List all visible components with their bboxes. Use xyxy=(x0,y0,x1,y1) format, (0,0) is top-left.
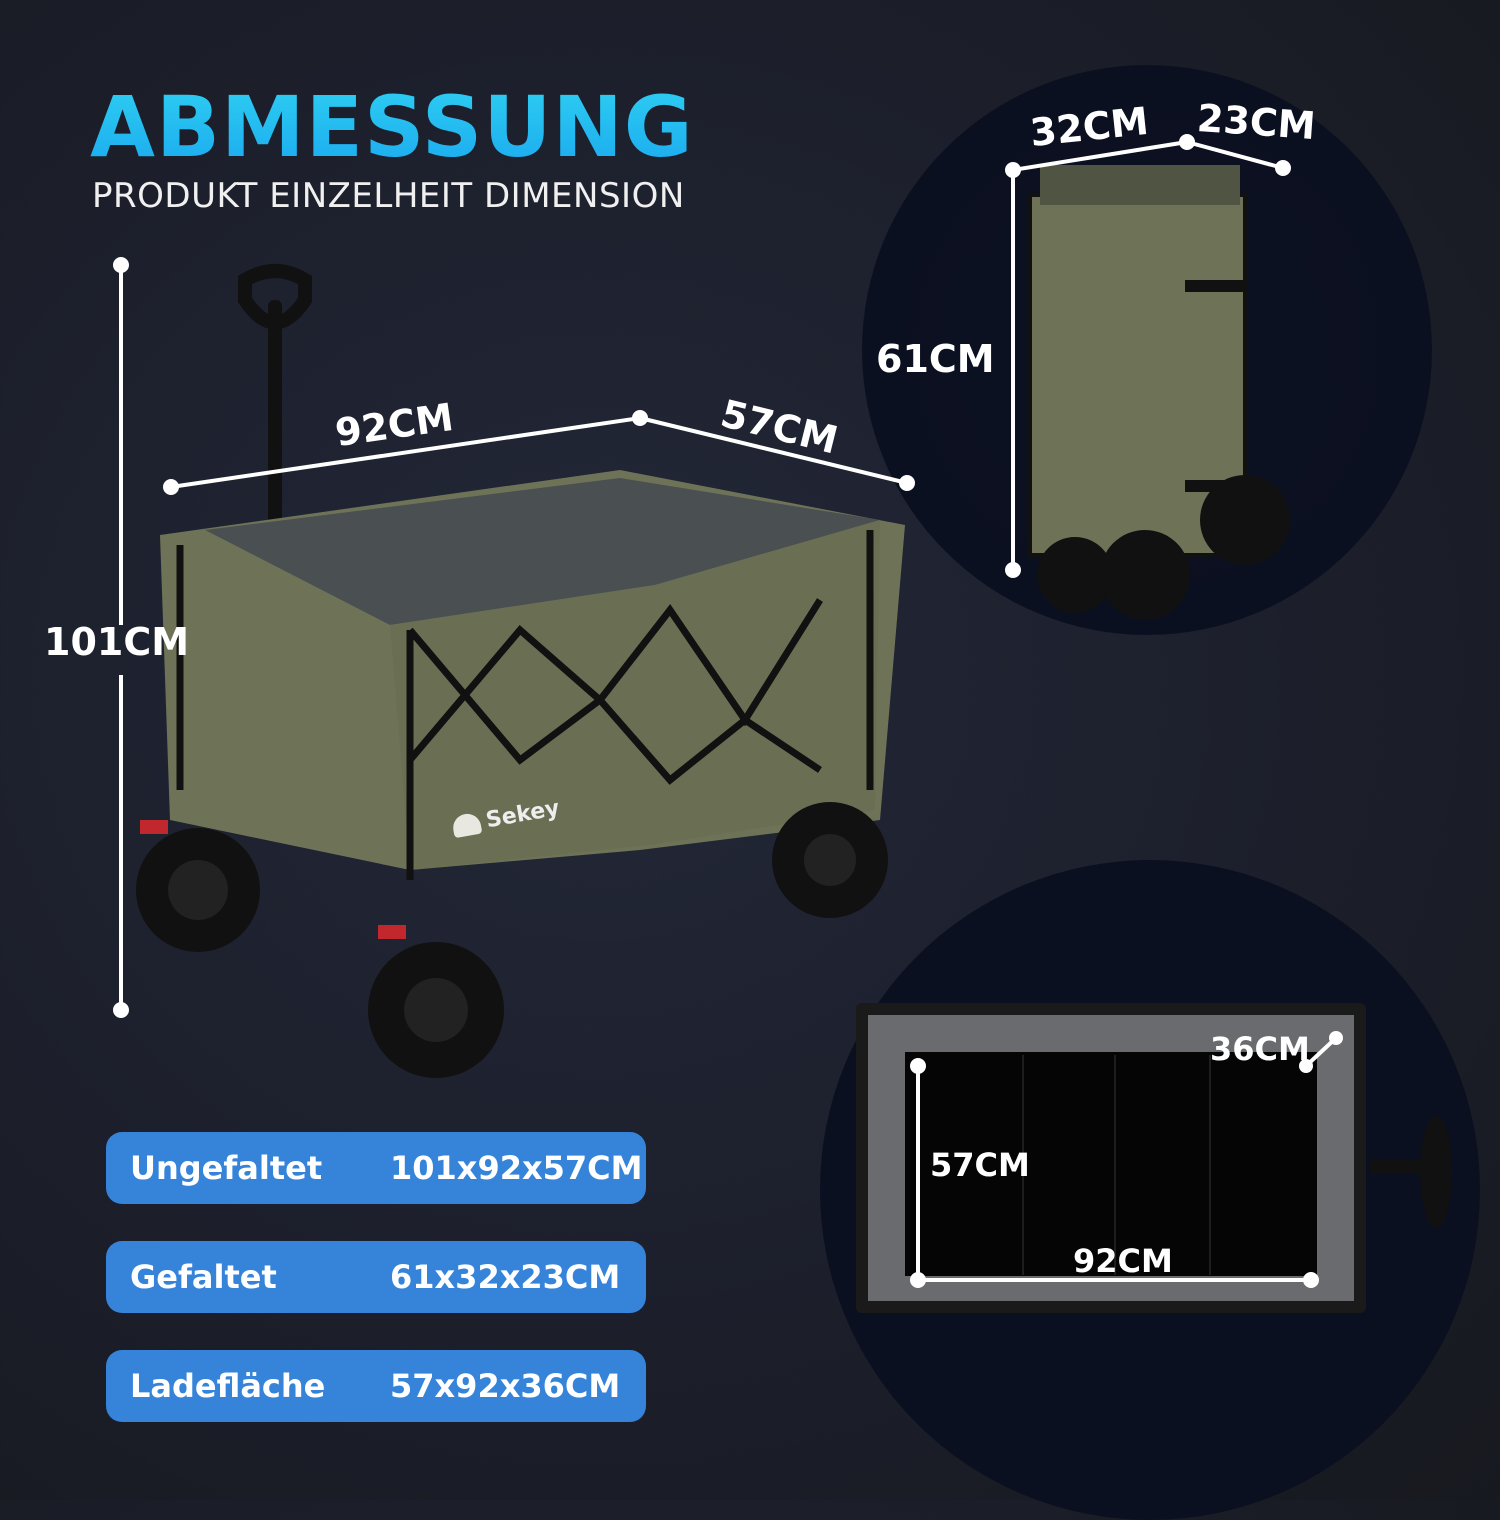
loading-length-label: 92CM xyxy=(1073,1242,1173,1280)
spec-row-loading-area: Ladefläche 57x92x36CM xyxy=(106,1350,646,1422)
wagon-image xyxy=(136,264,905,1078)
sun-logo-icon xyxy=(450,811,483,838)
folded-depth-label: 23CM xyxy=(1195,95,1317,149)
height-label: 101CM xyxy=(44,620,190,664)
loading-width-label: 57CM xyxy=(930,1146,1030,1184)
spec-label: Gefaltet xyxy=(130,1258,277,1296)
spec-label: Ladefläche xyxy=(130,1367,326,1405)
page-subtitle: PRODUKT EINZELHEIT DIMENSION xyxy=(92,176,685,216)
folded-wagon-image xyxy=(1028,165,1290,620)
folded-height-label: 61CM xyxy=(876,337,995,381)
spec-row-folded: Gefaltet 61x32x23CM xyxy=(106,1241,646,1313)
spec-row-unfolded: Ungefaltet 101x92x57CM xyxy=(106,1132,646,1204)
spec-value: 101x92x57CM xyxy=(390,1149,643,1187)
loading-depth-label: 36CM xyxy=(1210,1030,1310,1068)
spec-label: Ungefaltet xyxy=(130,1149,323,1187)
spec-value: 57x92x36CM xyxy=(390,1367,621,1405)
spec-value: 61x32x23CM xyxy=(390,1258,621,1296)
page-title: ABMESSUNG xyxy=(90,78,694,176)
top-view-wagon-image xyxy=(856,1003,1452,1313)
